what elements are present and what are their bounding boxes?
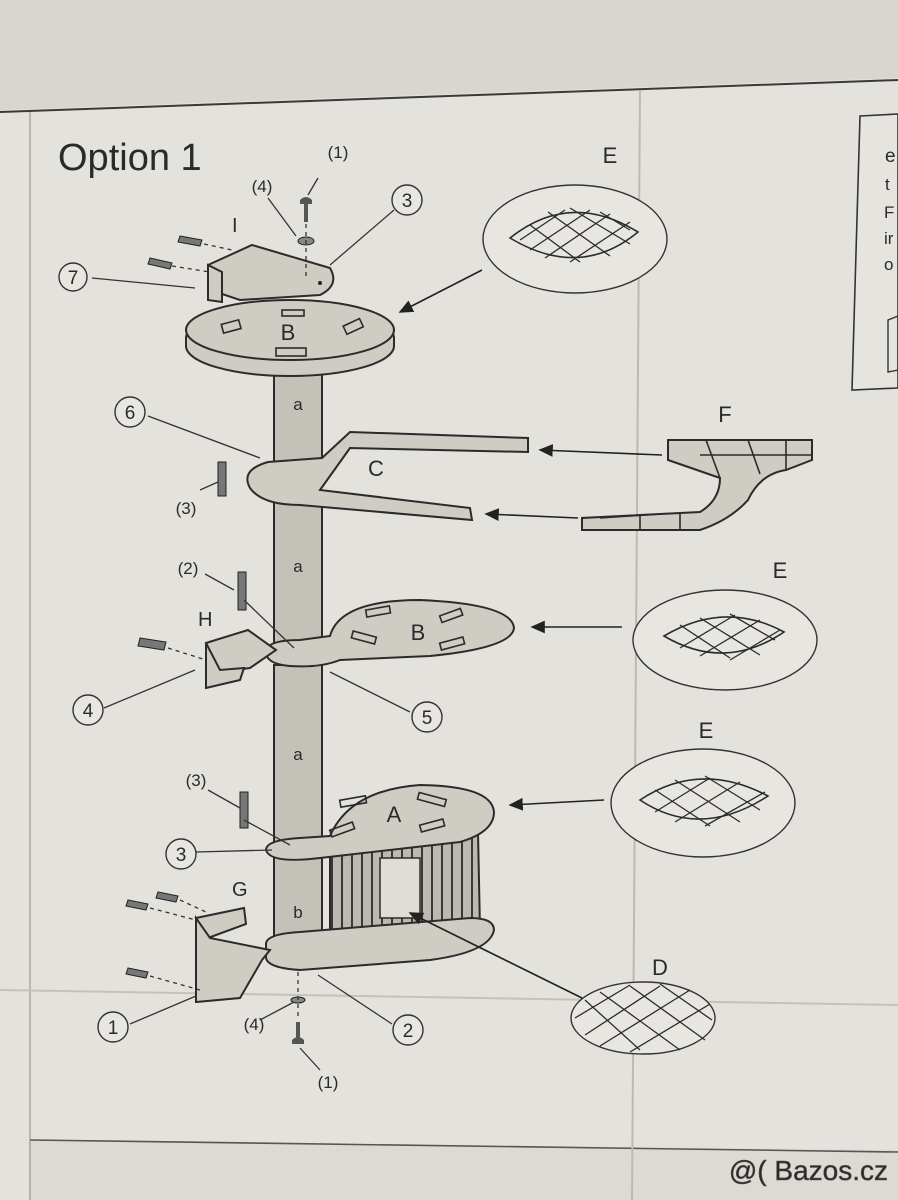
wall-plug-icon bbox=[137, 637, 167, 651]
part-label-d: D bbox=[652, 955, 668, 980]
callout-3-top bbox=[391, 184, 423, 216]
part-label-e: E bbox=[773, 558, 788, 583]
bolt-icon bbox=[217, 461, 227, 497]
wall-plug-icon bbox=[147, 257, 173, 270]
part-label-g: G bbox=[232, 879, 248, 901]
part-label-c: C bbox=[368, 456, 384, 481]
callout-6 bbox=[114, 396, 146, 428]
post-a-top bbox=[273, 367, 323, 469]
callout-3-label: 3 bbox=[176, 845, 187, 866]
watermark: @( Bazos.cz bbox=[729, 1155, 888, 1186]
wall-plug-icon bbox=[125, 899, 149, 911]
part-label-b: B bbox=[281, 320, 296, 345]
bracket-g: G bbox=[194, 879, 272, 1004]
post-label: b bbox=[293, 903, 302, 922]
part-label-a: A bbox=[387, 802, 402, 827]
side-panel-text: F bbox=[884, 203, 894, 222]
callout-2-label: 2 bbox=[403, 1021, 414, 1042]
screw-icon bbox=[304, 204, 308, 222]
callout-1-label: 1 bbox=[108, 1018, 119, 1039]
part-label-h: H bbox=[198, 609, 212, 631]
bolt-icon bbox=[239, 791, 249, 829]
callout-7 bbox=[58, 262, 88, 292]
shelf-a: A bbox=[264, 783, 496, 972]
page-title: Option 1 bbox=[58, 137, 202, 179]
side-panel-text: o bbox=[884, 255, 893, 274]
mesh-e-low: E bbox=[610, 718, 796, 858]
mesh-f: F bbox=[581, 402, 813, 531]
screw-label: (1) bbox=[328, 143, 349, 162]
screw-labels: (1) (4) (3) (2) (3) (4) (1) bbox=[176, 143, 349, 1092]
leader-lines bbox=[91, 177, 411, 1071]
part-label-b: B bbox=[411, 620, 426, 645]
post-label: a bbox=[293, 745, 303, 764]
callout-7-label: 7 bbox=[68, 268, 79, 289]
shelf-b-top: B bbox=[185, 299, 395, 377]
callout-6-label: 6 bbox=[125, 403, 136, 424]
shelf-b-mid: B bbox=[264, 598, 516, 668]
post-label: a bbox=[293, 557, 303, 576]
screw-label: (2) bbox=[178, 559, 199, 578]
bracket-i: I bbox=[206, 215, 335, 304]
fasteners bbox=[125, 197, 315, 1044]
side-panel: e t F ir o bbox=[851, 113, 898, 391]
bolt-icon bbox=[237, 571, 247, 611]
screw-label: (1) bbox=[318, 1073, 339, 1092]
post-label: a bbox=[293, 395, 303, 414]
callout-5 bbox=[411, 701, 443, 733]
mesh-e-top: E bbox=[482, 143, 668, 294]
screw-icon bbox=[292, 1037, 304, 1044]
mesh-e-mid: E bbox=[632, 558, 818, 691]
callout-4-label: 4 bbox=[83, 701, 94, 722]
callouts: 7 3 6 4 5 3 1 2 bbox=[58, 184, 443, 1046]
part-label-e: E bbox=[699, 718, 714, 743]
bracket-icon bbox=[887, 315, 898, 373]
callout-3-low bbox=[165, 838, 197, 870]
wall-plug-icon bbox=[155, 891, 179, 903]
screw-icon bbox=[296, 1022, 300, 1040]
wall-plug-icon bbox=[177, 235, 203, 247]
callout-3-label: 3 bbox=[402, 191, 413, 212]
callout-2 bbox=[392, 1014, 424, 1046]
callout-1 bbox=[97, 1011, 129, 1043]
part-label-f: F bbox=[718, 402, 731, 427]
callout-5-label: 5 bbox=[422, 708, 433, 729]
screw-label: (3) bbox=[176, 499, 197, 518]
bracket-h: H bbox=[198, 609, 278, 690]
side-panel-text: ir bbox=[884, 229, 894, 248]
part-label-e: E bbox=[603, 143, 618, 168]
shelf-c: C bbox=[246, 430, 529, 522]
side-panel-text: t bbox=[885, 175, 890, 194]
mesh-d: D bbox=[570, 955, 716, 1055]
part-label-i: I bbox=[232, 215, 238, 237]
side-panel-text: e bbox=[885, 146, 896, 167]
screw-label: (3) bbox=[186, 771, 207, 790]
arrows bbox=[398, 269, 663, 999]
screw-label: (4) bbox=[244, 1015, 265, 1034]
callout-4 bbox=[72, 694, 104, 726]
screw-label: (4) bbox=[252, 177, 273, 196]
wall-plug-icon bbox=[125, 967, 149, 979]
screw-icon bbox=[300, 197, 312, 204]
